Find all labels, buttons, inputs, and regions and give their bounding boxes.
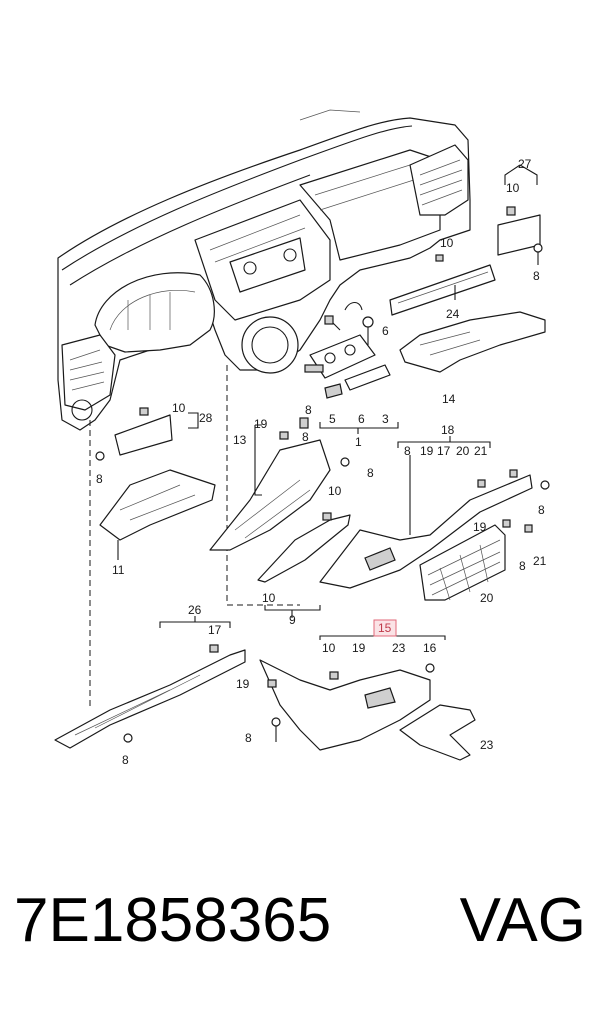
callout-5: 5: [329, 412, 336, 426]
reference-lines: [89, 365, 300, 710]
callout-8: 8: [305, 403, 312, 417]
part-11-knee-bracket: [99, 469, 216, 560]
callout-28: 28: [199, 411, 213, 425]
callout-labels: 27 10 8 10 24 6 14 8 5 6 3 1 10 28 8 19 …: [96, 157, 547, 767]
callout-27: 27: [518, 157, 532, 171]
callout-10: 10: [172, 401, 186, 415]
callout-19: 19: [473, 520, 487, 534]
callout-15: 15: [378, 621, 392, 635]
part-24-trim-strip: [389, 254, 496, 316]
part-1-switch-panel: [304, 301, 399, 434]
callout-23: 23: [480, 738, 494, 752]
part-23-trim-piece: [399, 704, 476, 761]
footer: 7E1858365 VAG: [0, 890, 600, 980]
callout-18: 18: [441, 423, 455, 437]
callout-10: 10: [322, 641, 336, 655]
part-26-sill-trim: [54, 616, 246, 749]
callout-8: 8: [533, 269, 540, 283]
callout-14: 14: [442, 392, 456, 406]
callout-23: 23: [392, 641, 406, 655]
part-18-lower-trim: [319, 436, 550, 589]
part-20-storage-net: [419, 524, 506, 601]
callout-8: 8: [404, 444, 411, 458]
callout-20: 20: [480, 591, 494, 605]
dashboard-assembly: [57, 109, 471, 431]
callout-13: 13: [233, 433, 247, 447]
callout-8: 8: [367, 466, 374, 480]
callout-8: 8: [519, 559, 526, 573]
part-number: 7E1858365: [14, 886, 332, 955]
part-13-center-trim: [209, 417, 350, 551]
callout-19: 19: [236, 677, 250, 691]
callout-19: 19: [254, 417, 268, 431]
callout-19: 19: [420, 444, 434, 458]
part-27-glovebox-lid: [497, 164, 543, 265]
callout-8: 8: [538, 503, 545, 517]
callout-17: 17: [437, 444, 451, 458]
callout-8: 8: [245, 731, 252, 745]
callout-21: 21: [474, 444, 488, 458]
callout-20: 20: [456, 444, 470, 458]
part-9-side-panel: [257, 512, 351, 618]
highlighted-callout: 15: [373, 619, 397, 637]
callout-10: 10: [328, 484, 342, 498]
callout-24: 24: [446, 307, 460, 321]
callout-9: 9: [289, 613, 296, 627]
callout-26: 26: [188, 603, 202, 617]
part-14-cover: [399, 311, 546, 373]
parts-diagram: 27 10 8 10 24 6 14 8 5 6 3 1 10 28 8 19 …: [54, 109, 550, 767]
callout-3: 3: [382, 412, 389, 426]
callout-8: 8: [302, 430, 309, 444]
highlight-box: [373, 619, 397, 637]
callout-17: 17: [208, 623, 222, 637]
callout-10: 10: [440, 236, 454, 250]
callout-10: 10: [262, 591, 276, 605]
callout-1: 1: [355, 435, 362, 449]
callout-8: 8: [96, 472, 103, 486]
callout-16: 16: [423, 641, 437, 655]
callout-21: 21: [533, 554, 547, 568]
callout-6: 6: [358, 412, 365, 426]
part-28-bracket: [95, 407, 199, 461]
brand-name: VAG: [459, 886, 586, 955]
callout-8: 8: [122, 753, 129, 767]
callout-19: 19: [352, 641, 366, 655]
callout-11: 11: [112, 563, 125, 577]
part-15-lower-cover: [259, 632, 446, 751]
callout-6: 6: [382, 324, 389, 338]
callout-10: 10: [506, 181, 520, 195]
